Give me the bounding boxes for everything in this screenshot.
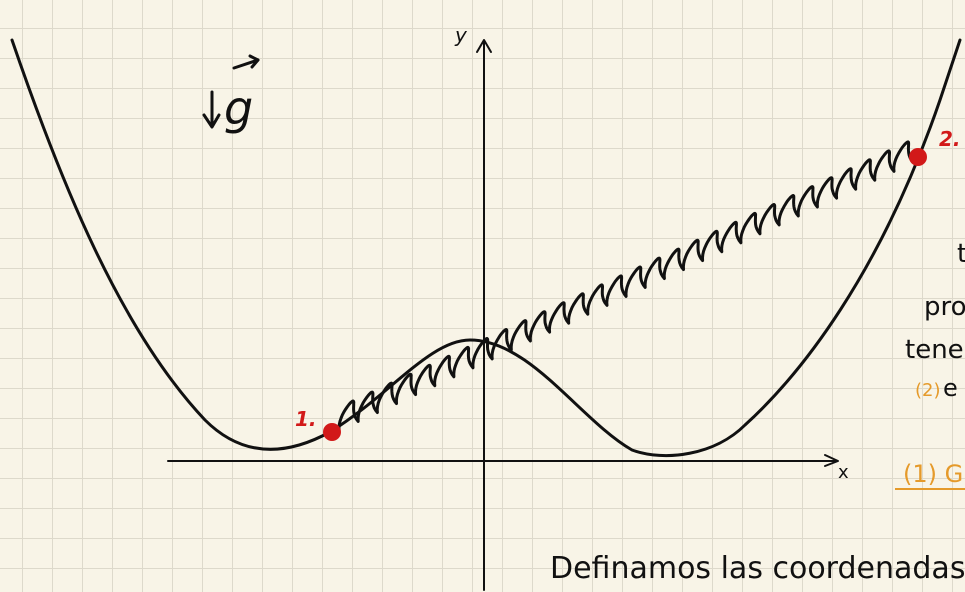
y-axis-label: y: [454, 23, 468, 47]
margin-fragment-1-g: (1) G: [903, 460, 963, 488]
point-2-label: 2.: [939, 127, 961, 151]
margin-fragment-t: t: [957, 239, 965, 269]
x-axis-arrow-icon: [824, 454, 839, 467]
bottom-note: Definamos las coordenadas de la: [550, 551, 965, 586]
margin-fragment-2: (2): [915, 380, 941, 401]
margin-fragment-tener: tener: [905, 335, 965, 365]
gravity-label: g: [224, 81, 253, 135]
y-axis-arrow-icon: [476, 39, 492, 53]
point-2-marker: [909, 148, 927, 166]
gravity-arrow-icon: [202, 90, 221, 129]
margin-fragment-e: e: [943, 374, 958, 402]
margin-fragment-prob: prob: [924, 292, 965, 322]
point-1-marker: [323, 423, 341, 441]
spring: [337, 140, 915, 432]
vector-arrow-head-icon: [248, 54, 260, 69]
potential-curve: [10, 38, 962, 458]
x-axis-label: x: [838, 462, 849, 483]
vector-arrow-icon: [232, 58, 260, 70]
point-1-label: 1.: [295, 407, 317, 431]
